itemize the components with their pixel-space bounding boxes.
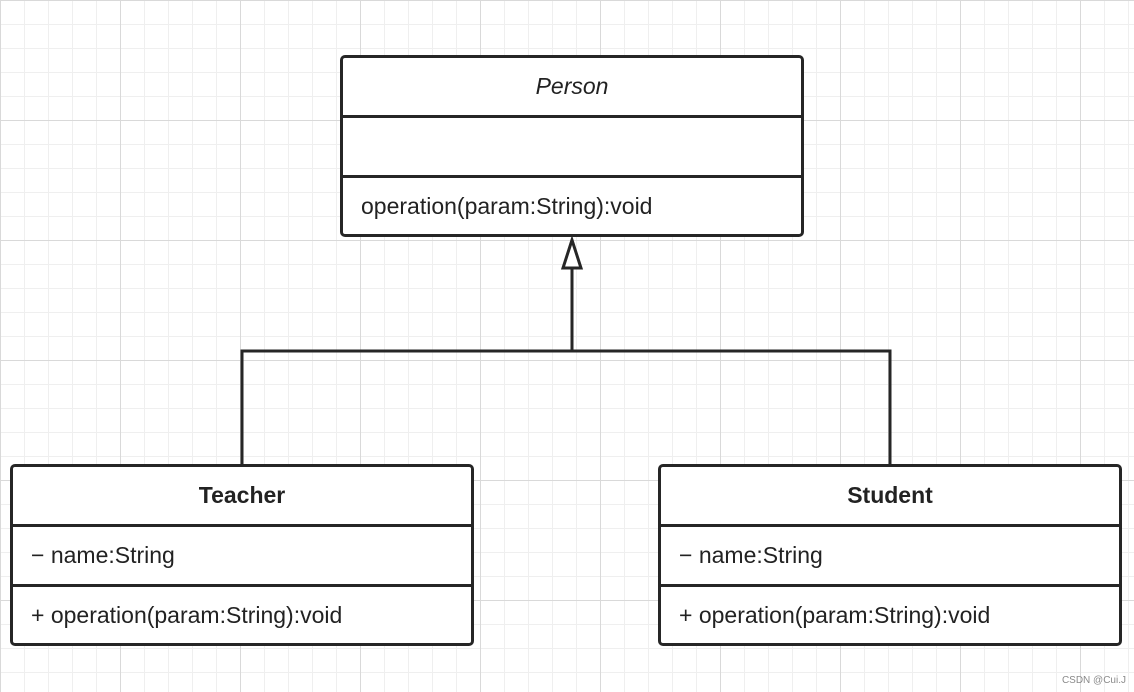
class-attributes [343, 115, 801, 175]
branch-line [240, 349, 892, 466]
class-name: Student [847, 482, 933, 508]
class-operations: + operation(param:String):void [661, 584, 1119, 643]
class-person[interactable]: Person operation(param:String):void [340, 55, 804, 237]
class-student[interactable]: Student − name:String + operation(param:… [658, 464, 1122, 646]
generalization-arrowhead-icon [560, 235, 584, 270]
class-operations: + operation(param:String):void [13, 584, 471, 643]
class-operations: operation(param:String):void [343, 175, 801, 234]
class-name: Person [535, 73, 609, 99]
class-teacher[interactable]: Teacher − name:String + operation(param:… [10, 464, 474, 646]
class-attributes: − name:String [13, 524, 471, 584]
class-attributes: − name:String [661, 524, 1119, 584]
class-name: Teacher [198, 482, 286, 508]
watermark: CSDN @Cui.J [1061, 675, 1126, 686]
